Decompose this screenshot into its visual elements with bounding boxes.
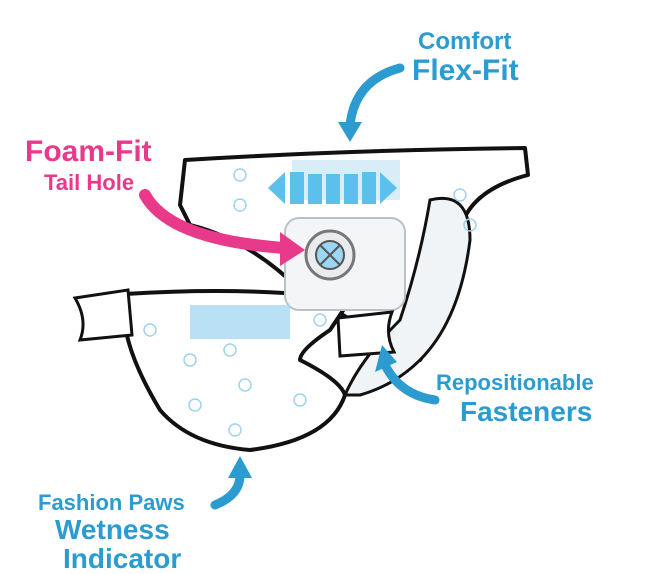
tail-hole-arrow [139,189,291,254]
right-fastener-tab [336,310,397,358]
comfort-arrow-head [338,122,362,142]
comfort-label-line2: Flex-Fit [412,54,519,87]
wetness-label-line1: Fashion Paws [38,490,185,515]
wetness-arrow [210,470,245,510]
flex-fit-arrows [268,172,397,204]
fasteners-arrow [380,360,440,405]
tail-hole-arrow-head [280,232,305,266]
foam-fit-label-line1: Foam-Fit [25,135,152,168]
left-fastener-tab [72,288,134,342]
comfort-label-line1: Comfort [418,28,512,55]
fasteners-arrow-head [375,345,397,372]
diaper-side-panel [342,197,472,397]
foam-fit-label-line2: Tail Hole [44,170,135,195]
comfort-arrow [345,63,405,130]
wetness-label-line3: Indicator [63,543,182,574]
paw-prints [143,168,477,437]
fasteners-label-line2: Fasteners [460,396,593,427]
fasteners-label-line1: Repositionable [436,370,594,395]
wetness-arrow-head [228,456,252,478]
wetness-label-line2: Wetness [55,514,170,545]
wetness-indicator-band [190,305,290,339]
